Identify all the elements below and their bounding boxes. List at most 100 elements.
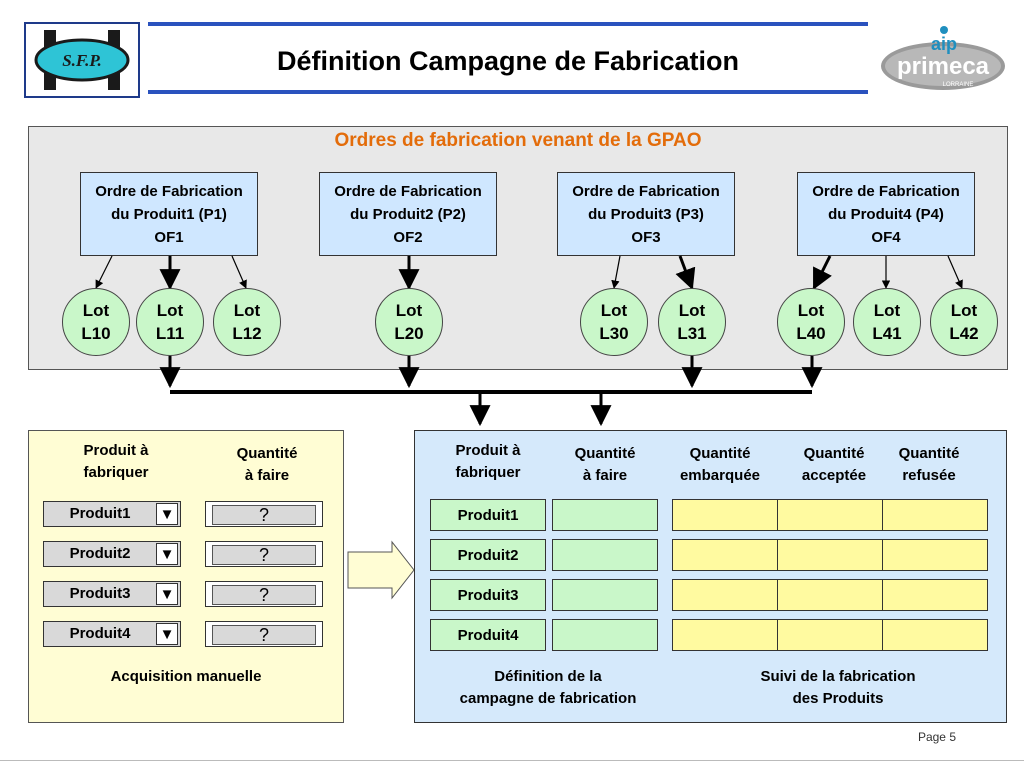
lot-label: Lot bbox=[82, 301, 110, 320]
lot-id: L40 bbox=[796, 324, 826, 343]
order-box-of1: Ordre de Fabrication du Produit1 (P1) OF… bbox=[80, 172, 258, 256]
campaign-quantity-cell-4[interactable] bbox=[552, 619, 658, 651]
dropdown-arrow-icon[interactable]: ▼ bbox=[156, 503, 178, 525]
product-select-4[interactable]: Produit4 ▼ bbox=[43, 621, 181, 647]
order-box-of3: Ordre de Fabrication du Produit3 (P3) OF… bbox=[557, 172, 735, 256]
lot-label: Lot bbox=[233, 301, 261, 320]
lot-label: Lot bbox=[797, 301, 825, 320]
dropdown-arrow-icon[interactable]: ▼ bbox=[156, 583, 178, 605]
campaign-header-rejected: Quantité refusée bbox=[880, 443, 978, 487]
bottom-rule bbox=[0, 760, 1024, 761]
quantity-value[interactable]: ? bbox=[212, 585, 316, 605]
campaign-header-to-do: Quantité à faire bbox=[552, 443, 658, 487]
header-line: à faire bbox=[582, 467, 628, 484]
quantity-value[interactable]: ? bbox=[212, 625, 316, 645]
header-line: embarquée bbox=[679, 467, 761, 484]
sfp-logo-text: S.F.P. bbox=[62, 51, 102, 70]
product-select-value: Produit1 bbox=[69, 505, 131, 522]
dropdown-arrow-icon[interactable]: ▼ bbox=[156, 623, 178, 645]
product-select-2[interactable]: Produit2 ▼ bbox=[43, 541, 181, 567]
header-line: Produit à bbox=[83, 442, 149, 459]
lot-id: L41 bbox=[872, 324, 902, 343]
lot-label: Lot bbox=[600, 301, 628, 320]
accepted-cell-4 bbox=[777, 619, 883, 651]
campaign-product-4: Produit4 bbox=[430, 619, 546, 651]
campaign-header-loaded: Quantité embarquée bbox=[668, 443, 772, 487]
loaded-cell-2 bbox=[672, 539, 778, 571]
campaign-product-2: Produit2 bbox=[430, 539, 546, 571]
loaded-cell-4 bbox=[672, 619, 778, 651]
manual-footer-label: Acquisition manuelle bbox=[110, 668, 262, 685]
campaign-quantity-cell-1[interactable] bbox=[552, 499, 658, 531]
order-line3: OF2 bbox=[393, 229, 423, 246]
page-number: Page 5 bbox=[917, 730, 956, 744]
header-line: à faire bbox=[244, 467, 290, 484]
header-top-rule bbox=[148, 22, 868, 26]
lot-id: L31 bbox=[677, 324, 707, 343]
product-select-value: Produit2 bbox=[69, 545, 131, 562]
quantity-input-3[interactable]: ? bbox=[205, 581, 323, 607]
accepted-cell-2 bbox=[777, 539, 883, 571]
footer-line: Suivi de la fabrication bbox=[760, 668, 916, 685]
lot-id: L11 bbox=[155, 324, 185, 343]
header-line: fabriquer bbox=[83, 464, 149, 481]
rejected-cell-3 bbox=[882, 579, 988, 611]
header-line: Quantité bbox=[803, 445, 865, 462]
lot-label: Lot bbox=[950, 301, 978, 320]
quantity-value[interactable]: ? bbox=[212, 545, 316, 565]
primeca-text: primeca bbox=[897, 53, 990, 80]
quantity-input-2[interactable]: ? bbox=[205, 541, 323, 567]
lot-label: Lot bbox=[395, 301, 423, 320]
order-line1: Ordre de Fabrication bbox=[812, 183, 960, 200]
dropdown-arrow-icon[interactable]: ▼ bbox=[156, 543, 178, 565]
order-line2: du Produit2 (P2) bbox=[350, 206, 466, 223]
campaign-panel bbox=[414, 430, 1007, 723]
order-line1: Ordre de Fabrication bbox=[95, 183, 243, 200]
quantity-value[interactable]: ? bbox=[212, 505, 316, 525]
product-select-1[interactable]: Produit1 ▼ bbox=[43, 501, 181, 527]
header-line: Quantité bbox=[689, 445, 751, 462]
aip-primeca-logo: aip primeca LORRAINE bbox=[878, 24, 1008, 94]
header-line: Produit à bbox=[455, 442, 521, 459]
lot-label: Lot bbox=[156, 301, 184, 320]
lot-id: L42 bbox=[949, 324, 979, 343]
order-line1: Ordre de Fabrication bbox=[334, 183, 482, 200]
product-select-3[interactable]: Produit3 ▼ bbox=[43, 581, 181, 607]
quantity-input-4[interactable]: ? bbox=[205, 621, 323, 647]
order-line2: du Produit4 (P4) bbox=[828, 206, 944, 223]
header-line: acceptée bbox=[801, 467, 867, 484]
campaign-quantity-cell-2[interactable] bbox=[552, 539, 658, 571]
order-box-of2: Ordre de Fabrication du Produit2 (P2) OF… bbox=[319, 172, 497, 256]
order-line3: OF4 bbox=[871, 229, 901, 246]
header-line: Quantité bbox=[898, 445, 960, 462]
header-line: Quantité bbox=[236, 445, 298, 462]
manual-header-quantity: Quantité à faire bbox=[212, 443, 322, 487]
product-select-value: Produit4 bbox=[69, 625, 131, 642]
order-box-of4: Ordre de Fabrication du Produit4 (P4) OF… bbox=[797, 172, 975, 256]
order-line3: OF1 bbox=[154, 229, 184, 246]
campaign-quantity-cell-3[interactable] bbox=[552, 579, 658, 611]
campaign-definition-label: Définition de la campagne de fabrication bbox=[430, 666, 666, 710]
manual-acquisition-panel bbox=[28, 430, 344, 723]
footer-line: Définition de la bbox=[494, 668, 602, 685]
gpao-title: Ordres de fabrication venant de la GPAO bbox=[334, 130, 702, 151]
rejected-cell-4 bbox=[882, 619, 988, 651]
lot-id: L20 bbox=[394, 324, 424, 343]
lot-id: L30 bbox=[599, 324, 629, 343]
campaign-product-1: Produit1 bbox=[430, 499, 546, 531]
manual-header-product: Produit à fabriquer bbox=[60, 440, 172, 484]
order-line1: Ordre de Fabrication bbox=[572, 183, 720, 200]
loaded-cell-1 bbox=[672, 499, 778, 531]
header-line: fabriquer bbox=[455, 464, 521, 481]
order-line2: du Produit1 (P1) bbox=[111, 206, 227, 223]
footer-line: des Produits bbox=[792, 690, 884, 707]
quantity-input-1[interactable]: ? bbox=[205, 501, 323, 527]
aip-text: aip bbox=[931, 34, 957, 54]
lot-id: L12 bbox=[232, 324, 262, 343]
